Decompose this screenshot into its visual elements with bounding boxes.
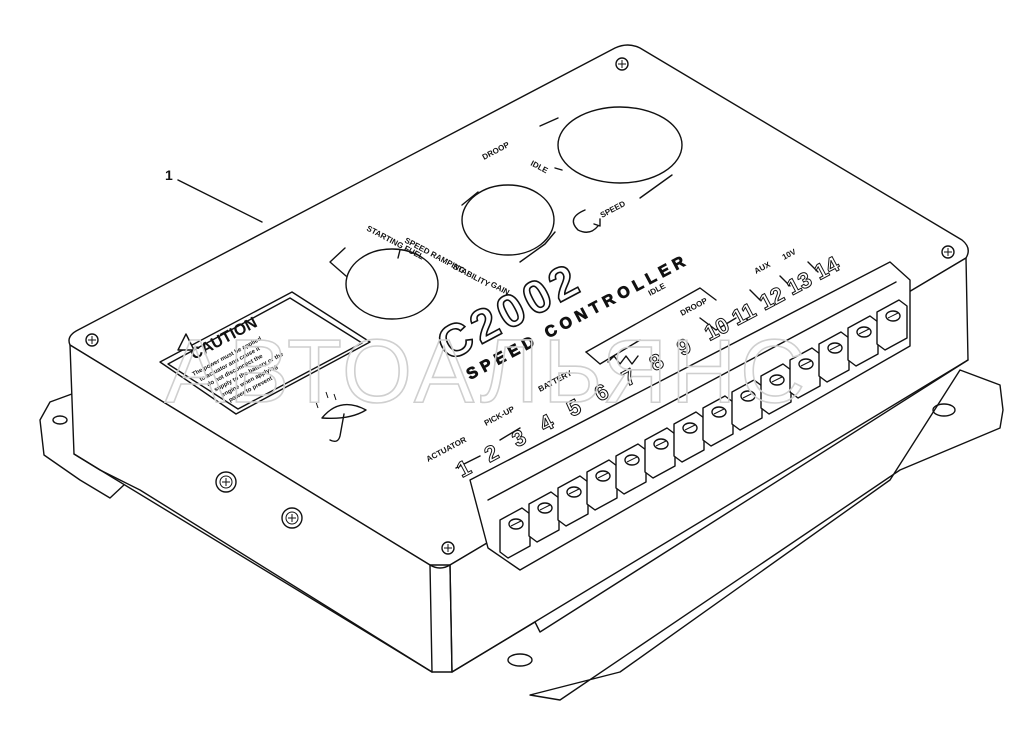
terminal-cell-13[interactable] xyxy=(847,315,879,367)
terminal-cell-10[interactable] xyxy=(760,363,792,415)
potentiometers xyxy=(329,106,683,320)
screw-top-front xyxy=(441,541,455,555)
callout-leader-line xyxy=(177,179,263,223)
terminal-cell-4[interactable] xyxy=(586,459,618,511)
terminal-block xyxy=(469,261,911,571)
terminal-cell-9[interactable] xyxy=(731,379,763,431)
top-corner-screws xyxy=(85,57,955,555)
screw-top-back xyxy=(615,57,629,71)
screw-top-right xyxy=(941,245,955,259)
terminal-cell-12[interactable] xyxy=(818,331,850,383)
terminal-cell-8[interactable] xyxy=(702,395,734,447)
speed-arrow-icon xyxy=(572,209,599,233)
terminal-cell-6[interactable] xyxy=(644,427,676,479)
terminal-cells xyxy=(499,299,908,559)
callout-number: 1 xyxy=(165,167,173,183)
side-screw-2 xyxy=(281,507,303,529)
pot-droop-idle-speed[interactable] xyxy=(557,106,683,184)
pot-starting-fuel[interactable] xyxy=(345,248,439,320)
terminal-cell-2[interactable] xyxy=(528,491,560,543)
screw-top-left xyxy=(85,333,99,347)
pot-stability-gain[interactable] xyxy=(461,184,555,256)
terminal-cell-7[interactable] xyxy=(673,411,705,463)
terminal-cell-1[interactable] xyxy=(499,507,531,559)
terminal-cell-14[interactable] xyxy=(876,299,908,351)
side-screw-1 xyxy=(215,471,237,493)
terminal-cell-3[interactable] xyxy=(557,475,589,527)
terminal-cell-5[interactable] xyxy=(615,443,647,495)
terminal-cell-11[interactable] xyxy=(789,347,821,399)
callout-1: 1 xyxy=(165,167,263,223)
side-screws xyxy=(215,471,303,529)
warning-triangle-icon xyxy=(177,333,195,351)
watermark: АВТОАЛЬЯНС xyxy=(165,322,809,422)
umbrella-icon xyxy=(315,391,367,443)
